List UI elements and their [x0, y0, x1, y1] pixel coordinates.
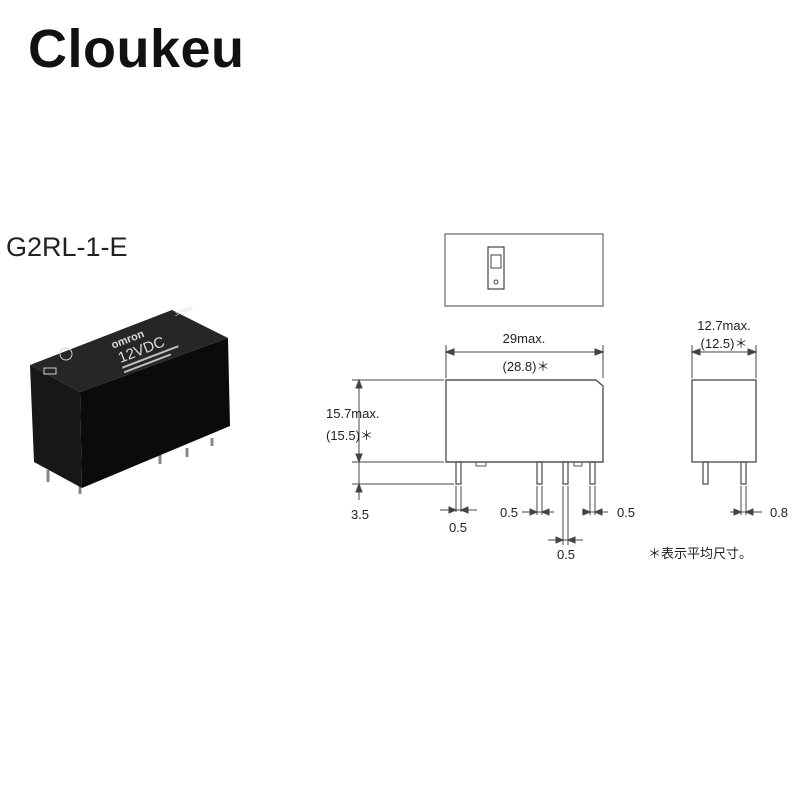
front-view-outline — [445, 379, 604, 463]
front-view-pins — [455, 461, 596, 485]
top-view-outline — [444, 233, 604, 307]
relay-side-face — [30, 365, 82, 488]
pin-b-label: 0.5 — [500, 505, 518, 520]
side-view-outline — [691, 379, 757, 463]
front-view — [445, 379, 604, 485]
length-avg-label: (28.8)＊ — [503, 359, 550, 374]
average-note: ＊表示平均尺寸。 — [648, 546, 752, 561]
pin-side-label: 0.8 — [770, 505, 788, 520]
certification-icon — [59, 347, 73, 361]
pin-c-label: 0.5 — [557, 547, 575, 562]
model-label: G2RL-1-E — [6, 232, 128, 262]
top-view — [444, 233, 604, 307]
relay-front-face — [80, 338, 230, 488]
top-view-window — [487, 246, 505, 290]
height-max-label: 15.7max. — [326, 406, 379, 421]
relay-pins — [46, 438, 214, 494]
pin-a-label: 0.5 — [449, 520, 467, 535]
schematic-icon — [43, 367, 57, 375]
relay-top-face — [30, 310, 228, 392]
length-max-label: 29max. — [503, 331, 546, 346]
height-avg-label: (15.5)＊ — [326, 428, 373, 443]
brand-title: Cloukeu — [28, 19, 245, 79]
width-max-label: 12.7max. — [697, 318, 750, 333]
width-avg-label: (12.5)＊ — [701, 336, 748, 351]
pin-length-label: 3.5 — [351, 507, 369, 522]
dimension-lines — [352, 345, 762, 545]
side-view — [691, 379, 757, 485]
relay-photo: omron 12VDC JAPAN — [30, 306, 230, 494]
pin-d-label: 0.5 — [617, 505, 635, 520]
